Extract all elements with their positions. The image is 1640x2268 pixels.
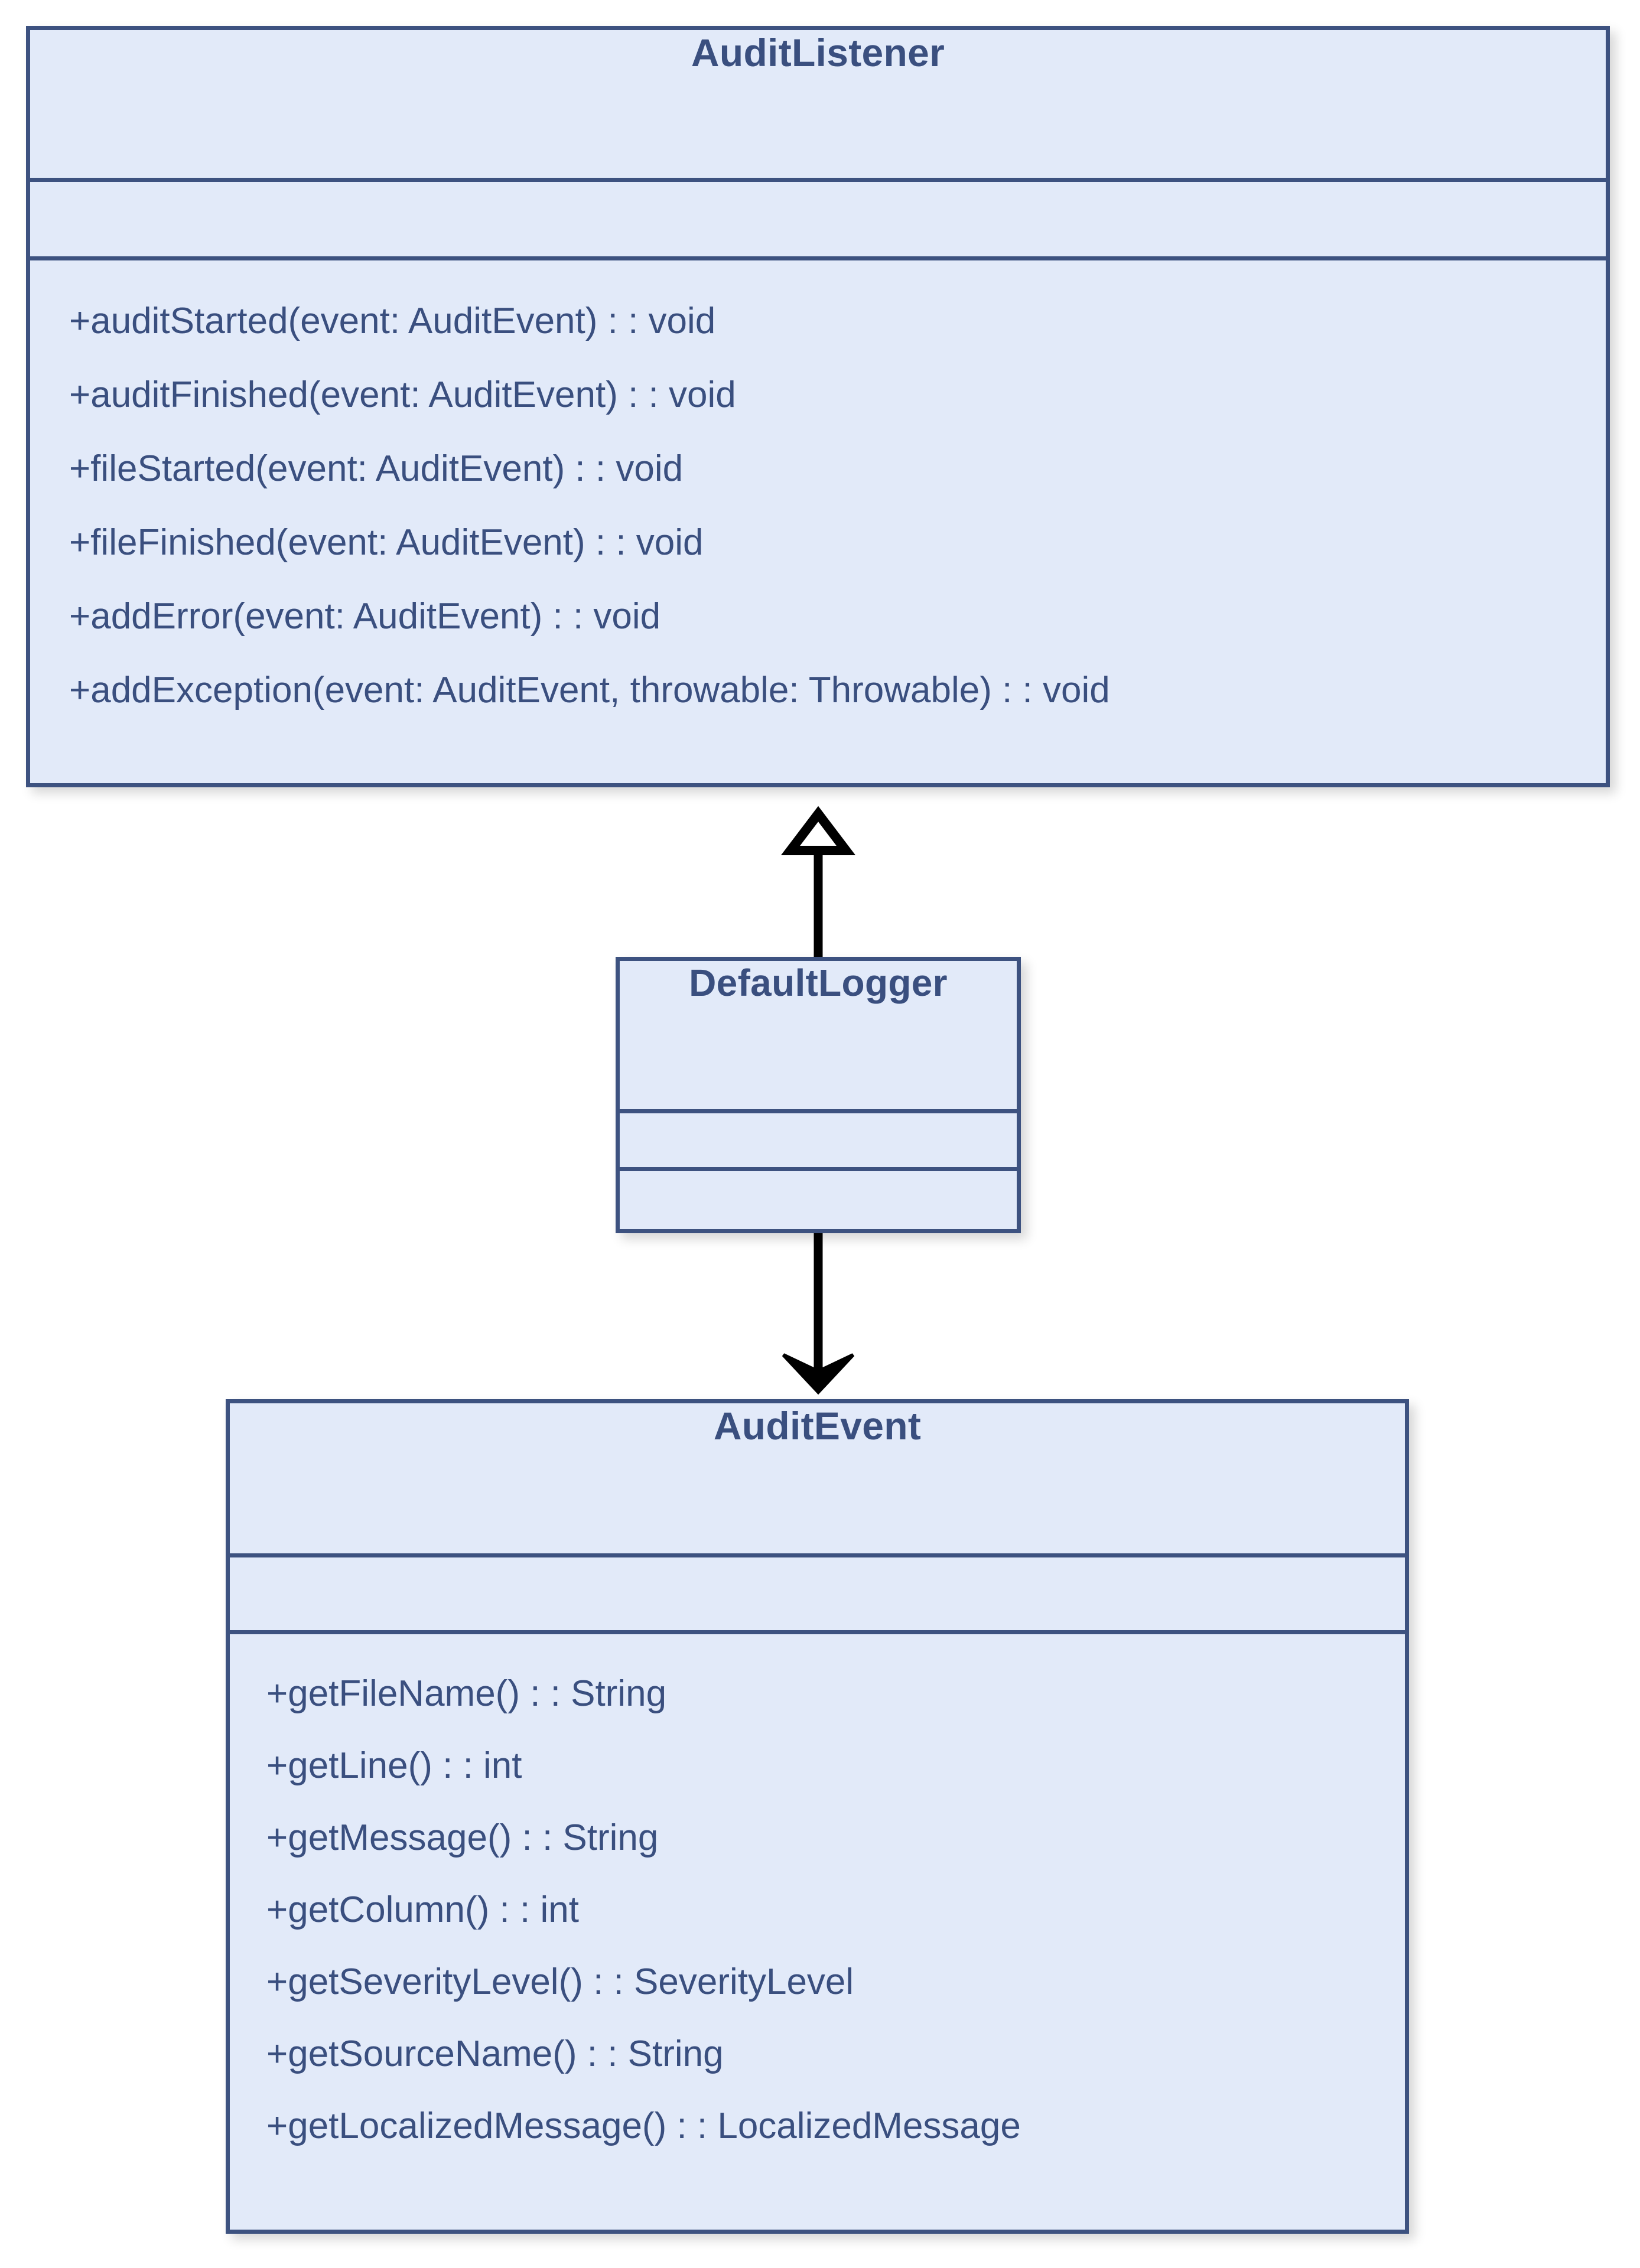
- class-attributes-compartment-audit-listener: [30, 178, 1606, 256]
- solid-arrowhead-icon: [782, 1353, 855, 1395]
- association-arrow-default-logger-to-audit-event: [782, 1233, 855, 1395]
- class-attributes-compartment-default-logger: [620, 1109, 1017, 1167]
- class-box-audit-event[interactable]: AuditEvent +getFileName() : : String +ge…: [226, 1399, 1409, 2234]
- class-method: +getLocalizedMessage() : : LocalizedMess…: [266, 2106, 1021, 2146]
- class-method: +auditStarted(event: AuditEvent) : : voi…: [69, 301, 716, 341]
- class-method: +fileFinished(event: AuditEvent) : : voi…: [69, 522, 704, 563]
- class-box-audit-listener[interactable]: AuditListener +auditStarted(event: Audit…: [26, 26, 1610, 787]
- class-box-default-logger[interactable]: DefaultLogger: [616, 957, 1021, 1233]
- class-method: +addException(event: AuditEvent, throwab…: [69, 670, 1110, 711]
- class-name-audit-listener: AuditListener: [691, 31, 945, 74]
- class-methods-compartment-default-logger: [620, 1167, 1017, 1225]
- class-title-compartment: AuditListener: [30, 30, 1606, 178]
- class-method: +getMessage() : : String: [266, 1817, 659, 1858]
- class-method: +getFileName() : : String: [266, 1673, 667, 1714]
- class-method: +fileStarted(event: AuditEvent) : : void: [69, 448, 684, 489]
- class-title-compartment: DefaultLogger: [620, 961, 1017, 1109]
- generalization-arrow-default-logger-to-audit-listener: [780, 806, 856, 957]
- class-name-audit-event: AuditEvent: [713, 1404, 922, 1448]
- class-method: +getSourceName() : : String: [266, 2034, 724, 2074]
- class-method: +auditFinished(event: AuditEvent) : : vo…: [69, 374, 736, 415]
- class-method: +getLine() : : int: [266, 1745, 522, 1786]
- class-name-default-logger: DefaultLogger: [689, 962, 948, 1004]
- class-methods-compartment-audit-listener: +auditStarted(event: AuditEvent) : : voi…: [30, 256, 1606, 783]
- class-methods-compartment-audit-event: +getFileName() : : String +getLine() : :…: [230, 1630, 1405, 2230]
- hollow-triangle-arrowhead-icon: [780, 806, 856, 855]
- class-attributes-compartment-audit-event: [230, 1553, 1405, 1630]
- class-method: +addError(event: AuditEvent) : : void: [69, 596, 661, 637]
- class-method: +getColumn() : : int: [266, 1889, 579, 1930]
- class-method: +getSeverityLevel() : : SeverityLevel: [266, 1961, 854, 2002]
- class-title-compartment: AuditEvent: [230, 1403, 1405, 1553]
